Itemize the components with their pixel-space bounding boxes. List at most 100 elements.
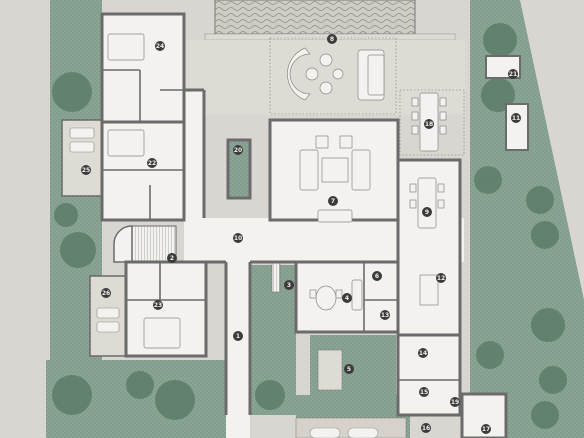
sunbed-icon [69,141,95,153]
marker-dot [147,158,157,168]
table-icon [332,68,344,80]
garden-courtyard-20 [228,140,250,198]
bed-icon [107,129,145,157]
marker-dot [372,271,382,281]
marker-dot [101,288,111,298]
marker-label: 20 [234,147,242,154]
armchair-icon [339,135,353,149]
marker-label: 4 [345,295,349,302]
sofa-icon [317,209,353,223]
marker-dot [167,253,177,263]
marker-label: 16 [422,425,430,432]
wall-corridor [184,88,206,218]
chair-icon [319,53,333,67]
living-furniture [299,135,371,223]
sunbed-icon [347,427,379,438]
marker-label: 18 [425,121,433,128]
marker-dot [342,293,352,303]
pool-north [214,0,416,35]
room-marker-22: 22 [147,158,157,168]
sunbed-icon [69,127,95,139]
floor-utility [364,262,398,332]
marker-dot [233,145,243,155]
tree-icon [483,23,517,57]
room-marker-25: 25 [81,165,91,175]
room-marker-2: 2 [167,253,177,263]
table-icon [417,177,437,229]
room-marker-11: 11 [511,113,521,123]
tree-icon [526,186,554,214]
curved-sofa-icon [287,47,311,101]
marker-label: 8 [330,36,334,43]
marker-label: 15 [420,389,428,396]
tree-icon [52,72,92,112]
marker-dot [233,233,243,243]
room-marker-20: 20 [233,145,243,155]
interior-partitions [102,69,460,381]
wall-room-16 [460,392,508,438]
sunbed-icon [309,427,341,438]
room-marker-10: 10 [233,233,243,243]
chair-icon [309,289,317,299]
marker-dot [419,387,429,397]
study-furniture [309,279,363,391]
marker-dot [153,300,163,310]
marker-dot [436,273,446,283]
tree-icon [531,221,559,249]
marker-label: 2 [170,255,174,262]
chair-icon [409,183,417,193]
marker-dot [450,397,460,407]
marker-dot [380,310,390,320]
marker-label: 25 [82,167,90,174]
marker-label: 14 [419,350,427,357]
sunbeds-25 [69,127,95,153]
wall-bedroom-south [124,260,208,358]
sunbed-icon [96,321,120,333]
table-icon [321,157,349,183]
floor-walkway-1 [226,262,250,438]
sofa-icon [351,149,371,191]
floor-room-14 [398,335,460,375]
marker-label: 3 [287,282,291,289]
chair-icon [439,97,447,107]
tree-icon [474,166,502,194]
walls [100,12,508,438]
marker-label: 9 [425,209,429,216]
marker-dot [233,331,243,341]
marker-label: 21 [509,71,517,78]
chair-icon [335,289,343,299]
wall-study [294,260,400,334]
room-marker-8: 8 [327,34,337,44]
marker-dot [421,423,431,433]
room-marker-7: 7 [328,196,338,206]
room-marker-15: 15 [419,387,429,397]
room-marker-1: 1 [233,331,243,341]
tree-icon [126,371,154,399]
wall-bedroom-middle [100,120,186,222]
wall-room-14 [396,333,462,417]
marker-dot [284,280,294,290]
marker-dot [424,119,434,129]
chair-icon [439,111,447,121]
stair-curve [113,225,133,263]
tree-icon [60,232,96,268]
chair-icon [439,125,447,135]
tree-icon [476,341,504,369]
marker-label: 1 [236,333,240,340]
room-marker-21: 21 [508,69,518,79]
room-marker-16: 16 [421,423,431,433]
chair-icon [411,111,419,121]
marker-dot [481,424,491,434]
marker-label: 23 [154,302,162,309]
marker-dot [418,348,428,358]
marker-dot [327,34,337,44]
armchair-icon [315,135,329,149]
room-marker-17: 17 [481,424,491,434]
room-marker-12: 12 [436,273,446,283]
tree-icon [52,375,92,415]
tree-icon [539,366,567,394]
stair-small [271,261,281,293]
lounge-furniture [287,47,385,101]
